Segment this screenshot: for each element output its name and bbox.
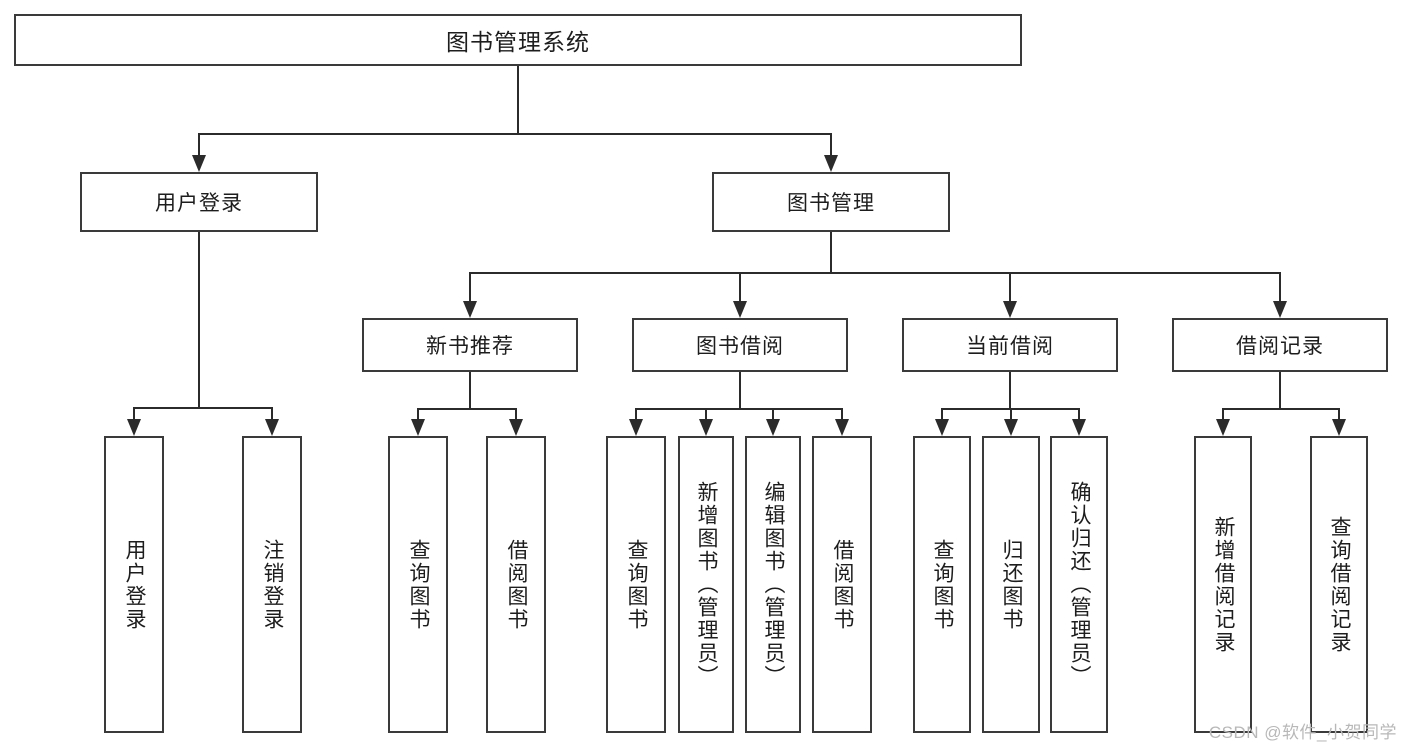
- edge-stem: [517, 66, 519, 133]
- node-leaf-borrow-book-1[interactable]: 借阅图书: [486, 436, 546, 733]
- edge-drop: [1010, 408, 1012, 419]
- node-label: 借阅图书: [505, 538, 529, 631]
- node-new-book-rec[interactable]: 新书推荐: [362, 318, 578, 372]
- edge-drop: [198, 133, 200, 155]
- node-label: 归还图书: [1000, 538, 1024, 631]
- node-user-login[interactable]: 用户登录: [80, 172, 318, 232]
- arrow-head-icon: [766, 419, 780, 436]
- arrow-head-icon: [1004, 419, 1018, 436]
- node-root[interactable]: 图书管理系统: [14, 14, 1022, 66]
- edge-bus: [134, 407, 272, 409]
- arrow-head-icon: [824, 155, 838, 172]
- node-label: 用户登录: [123, 538, 147, 631]
- edge-drop: [469, 272, 471, 301]
- node-label: 图书管理: [787, 192, 875, 215]
- arrow-head-icon: [835, 419, 849, 436]
- node-leaf-query-book-3[interactable]: 查询图书: [913, 436, 971, 733]
- edge-drop: [705, 408, 707, 419]
- node-leaf-user-login[interactable]: 用户登录: [104, 436, 164, 733]
- arrow-head-icon: [1273, 301, 1287, 318]
- node-borrow-record[interactable]: 借阅记录: [1172, 318, 1388, 372]
- node-label: 新书推荐: [426, 335, 514, 358]
- edge-drop: [133, 407, 135, 419]
- node-current-borrow[interactable]: 当前借阅: [902, 318, 1118, 372]
- node-label: 注销登录: [261, 538, 285, 631]
- edge-drop: [772, 408, 774, 419]
- node-label: 查询图书: [625, 538, 649, 631]
- node-label: 图书借阅: [696, 335, 784, 358]
- edge-drop: [841, 408, 843, 419]
- arrow-head-icon: [265, 419, 279, 436]
- edge-stem: [1009, 372, 1011, 408]
- node-label: 新增图书（管理员）: [695, 481, 719, 688]
- arrow-head-icon: [1072, 419, 1086, 436]
- edge-drop: [515, 408, 517, 419]
- node-leaf-add-record[interactable]: 新增借阅记录: [1194, 436, 1252, 733]
- edge-drop: [739, 272, 741, 301]
- node-leaf-query-book-2[interactable]: 查询图书: [606, 436, 666, 733]
- node-label: 当前借阅: [966, 335, 1054, 358]
- node-book-borrow[interactable]: 图书借阅: [632, 318, 848, 372]
- node-leaf-edit-book[interactable]: 编辑图书（管理员）: [745, 436, 801, 733]
- node-label: 确认归还（管理员）: [1068, 481, 1092, 688]
- edge-stem: [739, 372, 741, 408]
- node-book-manage[interactable]: 图书管理: [712, 172, 950, 232]
- arrow-head-icon: [733, 301, 747, 318]
- node-label: 编辑图书（管理员）: [762, 481, 786, 688]
- watermark-text: CSDN @软件_小贺同学: [1208, 723, 1397, 742]
- edge-drop: [1279, 272, 1281, 301]
- arrow-head-icon: [1216, 419, 1230, 436]
- node-leaf-confirm-return[interactable]: 确认归还（管理员）: [1050, 436, 1108, 733]
- edge-drop: [1338, 408, 1340, 419]
- node-label: 借阅记录: [1236, 335, 1324, 358]
- edge-drop: [635, 408, 637, 419]
- arrow-head-icon: [127, 419, 141, 436]
- edge-drop: [1078, 408, 1080, 419]
- arrow-head-icon: [411, 419, 425, 436]
- node-label: 查询图书: [931, 538, 955, 631]
- edge-stem: [1279, 372, 1281, 408]
- node-label: 借阅图书: [831, 538, 855, 631]
- arrow-head-icon: [699, 419, 713, 436]
- node-leaf-add-book[interactable]: 新增图书（管理员）: [678, 436, 734, 733]
- edge-bus: [470, 272, 1280, 274]
- edge-bus: [199, 133, 831, 135]
- edge-bus: [418, 408, 516, 410]
- node-label: 图书管理系统: [446, 29, 590, 55]
- node-label: 查询借阅记录: [1328, 515, 1352, 654]
- arrow-head-icon: [1003, 301, 1017, 318]
- arrow-head-icon: [629, 419, 643, 436]
- node-leaf-user-logout[interactable]: 注销登录: [242, 436, 302, 733]
- arrow-head-icon: [463, 301, 477, 318]
- edge-stem: [830, 232, 832, 272]
- node-leaf-query-record[interactable]: 查询借阅记录: [1310, 436, 1368, 733]
- arrow-head-icon: [192, 155, 206, 172]
- arrow-head-icon: [935, 419, 949, 436]
- edge-drop: [1009, 272, 1011, 301]
- edge-drop: [830, 133, 832, 155]
- edge-drop: [271, 407, 273, 419]
- edge-stem: [198, 232, 200, 407]
- edge-bus: [636, 408, 842, 410]
- arrow-head-icon: [1332, 419, 1346, 436]
- arrow-head-icon: [509, 419, 523, 436]
- node-leaf-query-book-1[interactable]: 查询图书: [388, 436, 448, 733]
- edge-bus: [1223, 408, 1339, 410]
- node-label: 查询图书: [407, 538, 431, 631]
- node-leaf-return-book[interactable]: 归还图书: [982, 436, 1040, 733]
- node-label: 新增借阅记录: [1212, 515, 1236, 654]
- node-leaf-borrow-book-2[interactable]: 借阅图书: [812, 436, 872, 733]
- node-label: 用户登录: [155, 192, 243, 215]
- edge-drop: [1222, 408, 1224, 419]
- edge-drop: [417, 408, 419, 419]
- edge-stem: [469, 372, 471, 408]
- edge-drop: [941, 408, 943, 419]
